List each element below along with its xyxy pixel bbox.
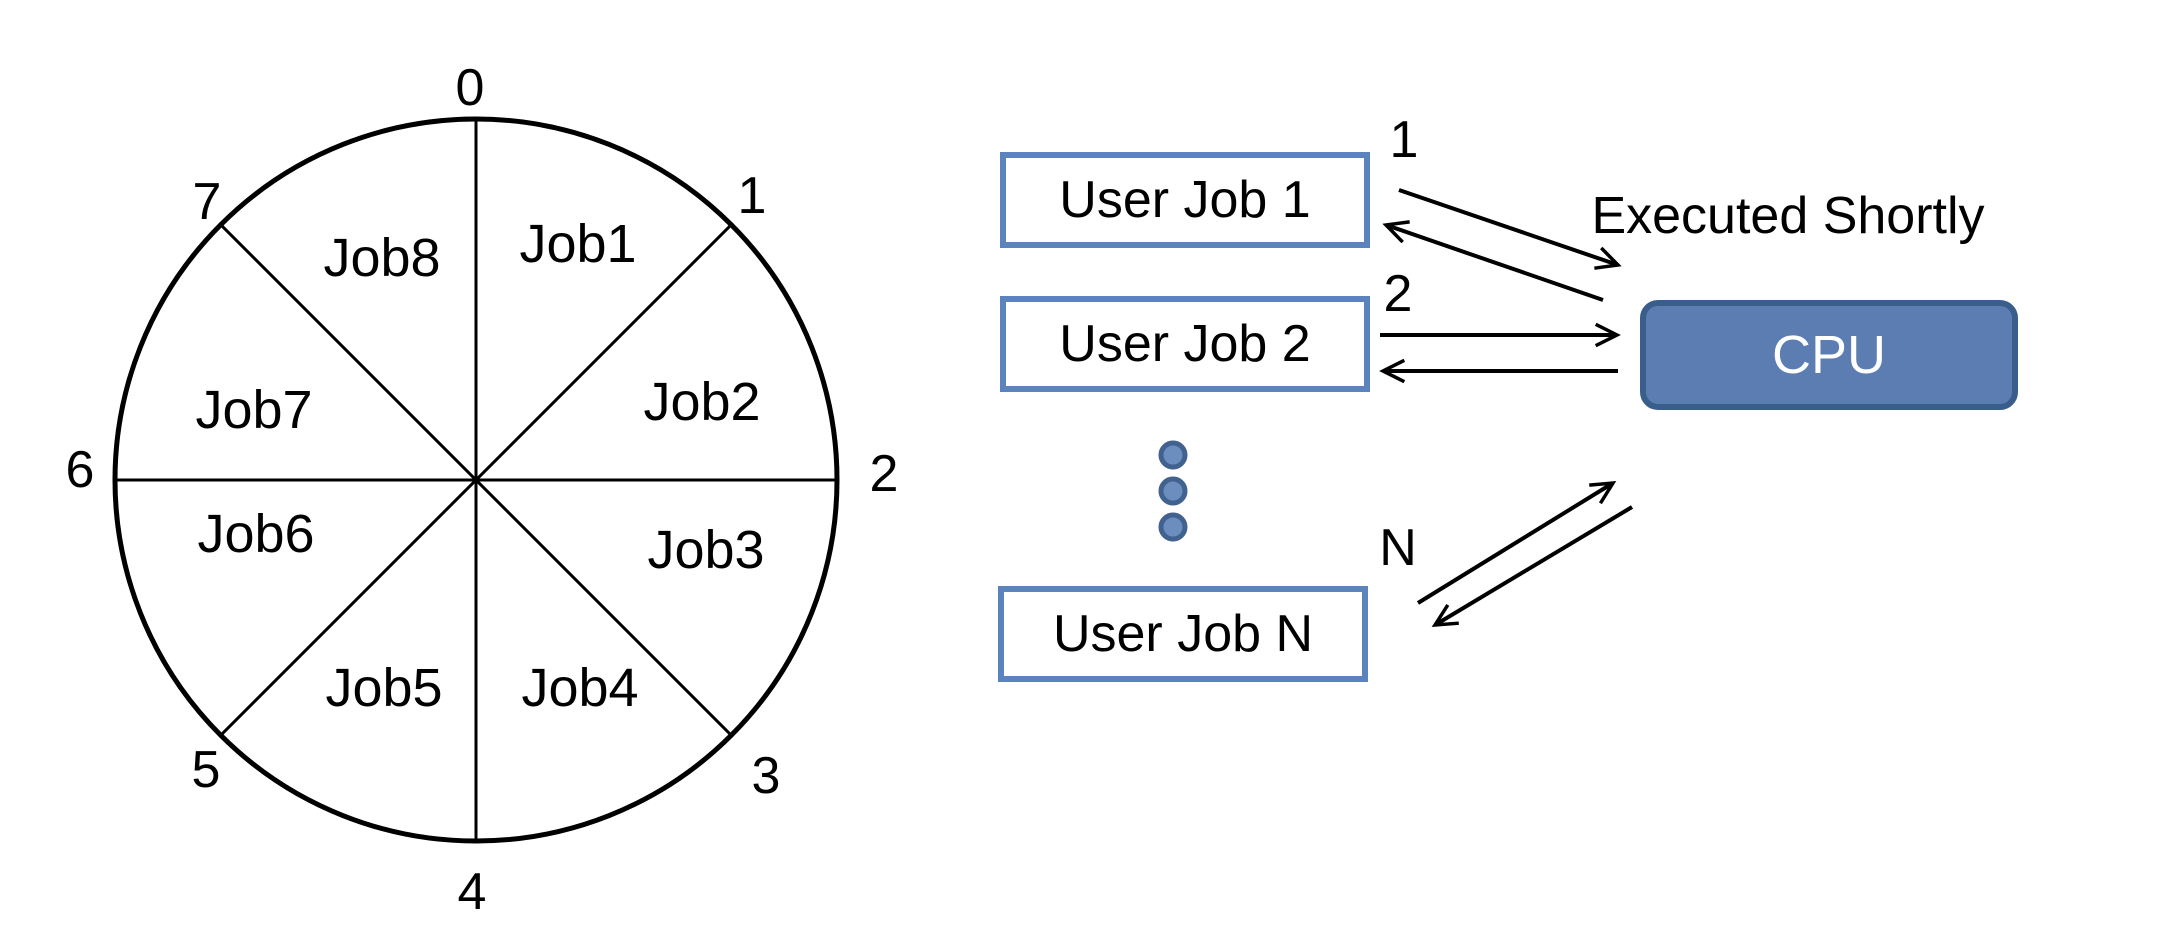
flow-arrows: [1379, 188, 1634, 627]
arrow-cpu-to-jobn: [1431, 505, 1634, 627]
user-job-1-box: User Job 1: [1000, 152, 1370, 248]
job-wheel: [112, 116, 840, 844]
job-number-label-2: 2: [1383, 265, 1413, 323]
wheel-slice-label-job5: Job5: [325, 658, 443, 718]
cpu-box: CPU: [1640, 300, 2018, 410]
user-job-2-box: User Job 2: [1000, 296, 1370, 392]
executed-shortly-label: Executed Shortly: [1591, 187, 1985, 245]
wheel-tick-label-7: 7: [192, 173, 222, 231]
wheel-slice-label-job3: Job3: [647, 520, 765, 580]
vertical-ellipsis-icon: [1158, 440, 1188, 542]
wheel-slice-label-job1: Job1: [519, 214, 637, 274]
wheel-slice-label-job8: Job8: [323, 228, 441, 288]
wheel-tick-label-5: 5: [191, 741, 221, 799]
wheel-slice-label-job7: Job7: [195, 380, 313, 440]
user-job-1-label: User Job 1: [1059, 171, 1311, 229]
user-job-n-box: User Job N: [998, 586, 1368, 682]
wheel-slice-label-job6: Job6: [197, 504, 315, 564]
wheel-tick-label-4: 4: [457, 863, 487, 921]
wheel-slice-label-job4: Job4: [521, 658, 639, 718]
arrow-jobn-to-cpu: [1416, 480, 1617, 605]
job-number-label-n: N: [1379, 519, 1417, 577]
wheel-tick-label-6: 6: [65, 441, 95, 499]
user-job-2-label: User Job 2: [1059, 315, 1311, 373]
job-number-label-1: 1: [1389, 111, 1419, 169]
wheel-slice-label-job2: Job2: [643, 372, 761, 432]
ellipsis-dot: [1158, 512, 1188, 542]
user-job-n-label: User Job N: [1052, 605, 1314, 663]
wheel-tick-label-1: 1: [737, 167, 767, 225]
wheel-spoke-diagonal-2: [219, 223, 733, 737]
wheel-tick-label-0: 0: [455, 59, 485, 117]
arrow-job1-to-cpu: [1398, 188, 1622, 270]
cpu-label: CPU: [1771, 325, 1886, 385]
ellipsis-dot: [1158, 476, 1188, 506]
arrow-cpu-to-job1: [1382, 220, 1604, 302]
ellipsis-dot: [1158, 440, 1188, 470]
wheel-tick-label-2: 2: [869, 445, 899, 503]
wheel-tick-label-3: 3: [751, 747, 781, 805]
